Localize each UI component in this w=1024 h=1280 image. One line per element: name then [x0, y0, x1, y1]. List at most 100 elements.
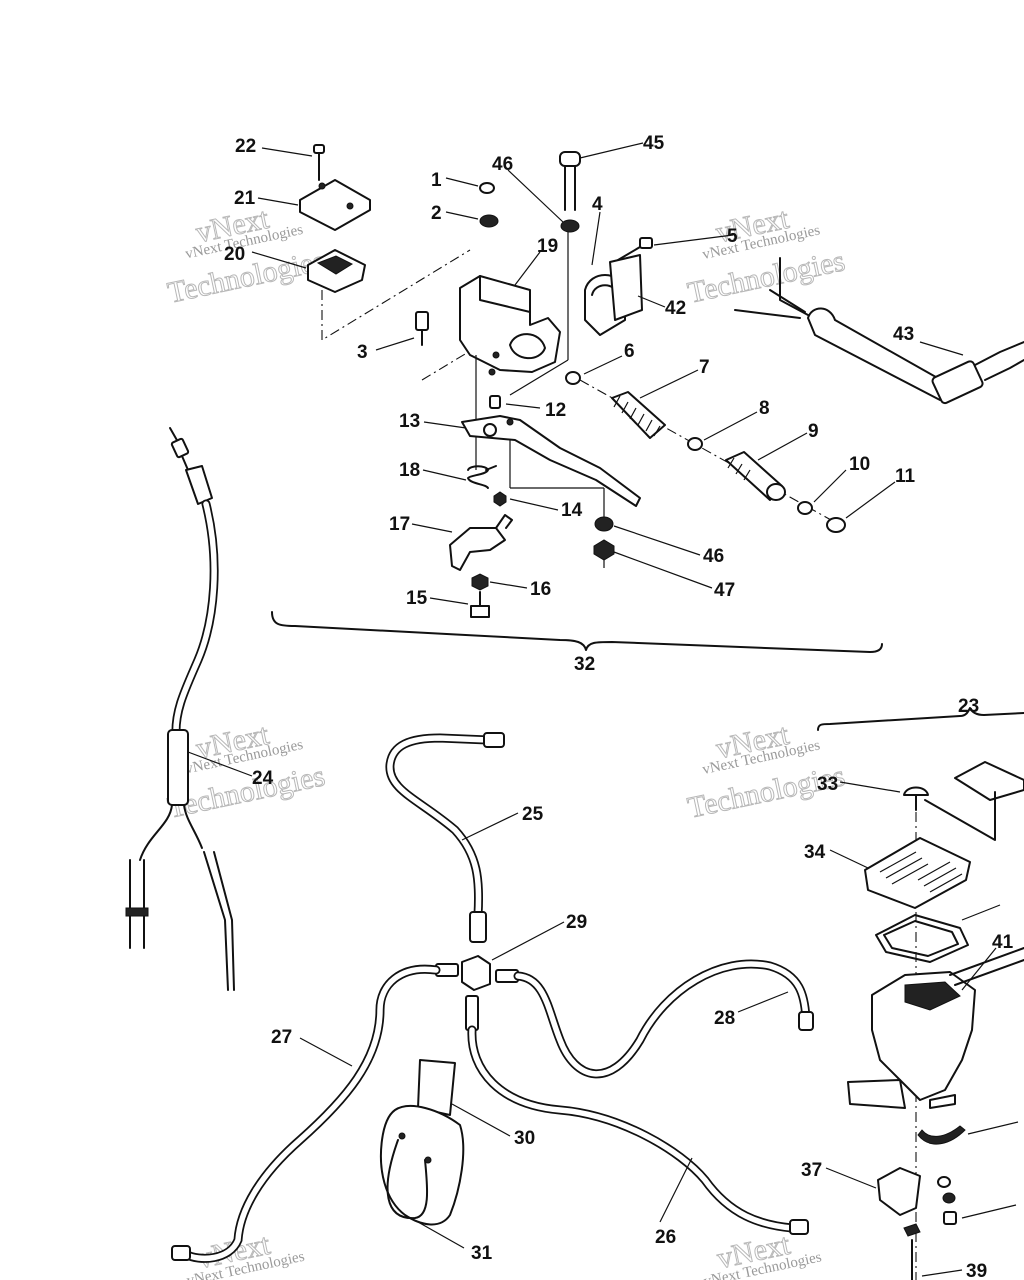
part-5-screw — [617, 237, 653, 261]
part-22-screw — [313, 144, 325, 181]
part-screw-right — [943, 1211, 957, 1225]
part-24-throttle-cable — [125, 427, 235, 991]
leader-lines-right — [825, 781, 1019, 1277]
callout-19: 19 — [537, 236, 558, 257]
part-46-washer-lower — [594, 516, 614, 532]
callout-27: 27 — [271, 1027, 292, 1048]
watermark-bottom-left: vNext vNext Technologies — [185, 1227, 306, 1280]
callout-29: 29 — [566, 912, 587, 933]
part-1-washer — [479, 182, 495, 194]
callout-12: 12 — [545, 400, 566, 421]
part-15-screw — [470, 591, 490, 618]
part-8-washer — [687, 437, 703, 451]
callout-30: 30 — [514, 1128, 535, 1149]
callout-34: 34 — [804, 842, 826, 863]
callout-7: 7 — [699, 357, 710, 378]
callout-11: 11 — [895, 466, 916, 487]
part-21-cover — [299, 179, 371, 231]
callout-16: 16 — [530, 579, 551, 600]
pivot-line-lower — [509, 359, 569, 396]
part-37-bracket — [877, 1167, 921, 1216]
part-7-boot — [611, 391, 666, 439]
callout-31: 31 — [471, 1243, 493, 1264]
part-27-brake-line-left — [171, 964, 441, 1263]
callout-32: 32 — [574, 654, 595, 675]
callout-9: 9 — [808, 421, 819, 442]
leader-24 — [187, 751, 253, 777]
callout-labels: 22 21 20 1 2 46 45 4 5 19 42 43 3 6 7 12… — [224, 133, 1014, 1280]
callout-3: 3 — [357, 342, 368, 363]
part-31-guard-bag — [379, 1105, 465, 1226]
callout-46-upper: 46 — [492, 154, 513, 175]
callout-8: 8 — [759, 398, 770, 419]
part-39-screw — [903, 1223, 921, 1280]
part-29-tee-fitting — [435, 955, 519, 1031]
part-2-washer — [479, 214, 499, 228]
callout-33: 33 — [817, 774, 838, 795]
callout-13: 13 — [399, 411, 420, 432]
part-43-switch-harness — [734, 257, 1024, 405]
part-seal — [917, 1125, 966, 1145]
part-17-bracket — [449, 514, 513, 571]
part-washer-right-2 — [942, 1192, 956, 1204]
part-25-brake-hose — [385, 732, 505, 943]
part-3-bolt — [415, 311, 429, 346]
part-42-bracket — [609, 254, 643, 321]
leader-lines-top — [251, 142, 964, 605]
callout-18: 18 — [399, 460, 420, 481]
part-6-washer — [565, 371, 581, 385]
callout-28: 28 — [714, 1008, 735, 1029]
callout-37: 37 — [801, 1160, 822, 1181]
part-30-protector — [417, 1059, 456, 1116]
callout-2: 2 — [431, 203, 442, 224]
callout-25: 25 — [522, 804, 544, 825]
part-10-washer — [797, 501, 813, 515]
part-washer-right-1 — [937, 1176, 951, 1188]
part-28-brake-line-right — [513, 959, 814, 1079]
callout-22: 22 — [235, 136, 256, 157]
callout-15: 15 — [406, 588, 428, 609]
part-20-diaphragm — [307, 249, 366, 293]
part-19-master-cylinder — [459, 275, 561, 376]
part-46-washer-upper — [560, 219, 580, 233]
part-33-screw — [903, 786, 929, 811]
callout-42: 42 — [665, 298, 686, 319]
part-26-brake-line-lower — [467, 1025, 809, 1235]
part-9-piston — [725, 451, 786, 501]
part-18-spring — [467, 465, 497, 489]
callout-46-lower: 46 — [703, 546, 724, 567]
callout-1: 1 — [431, 170, 442, 191]
part-47-nut — [593, 539, 615, 561]
part-16-nut — [471, 573, 489, 591]
part-13-brake-lever — [461, 415, 641, 507]
callout-6: 6 — [624, 341, 635, 362]
callout-45: 45 — [643, 133, 665, 154]
part-34-cover — [864, 837, 971, 909]
callout-41: 41 — [992, 932, 1014, 953]
callout-47: 47 — [714, 580, 735, 601]
watermark-top-right: vNext vNext Technologies Technologies — [684, 201, 848, 310]
leader-lines-hoses — [299, 812, 789, 1249]
callout-5: 5 — [727, 226, 738, 247]
callout-20: 20 — [224, 244, 245, 265]
callout-21: 21 — [234, 188, 256, 209]
callout-23: 23 — [958, 696, 979, 717]
callout-17: 17 — [389, 514, 410, 535]
part-gasket — [875, 914, 969, 963]
alignment-line-cover — [321, 249, 471, 341]
callout-14: 14 — [561, 500, 583, 521]
callout-43: 43 — [893, 324, 914, 345]
part-gasket-label — [954, 761, 1024, 801]
watermark-mid-right: vNext vNext Technologies Technologies — [684, 717, 848, 825]
callout-24: 24 — [252, 768, 274, 789]
callout-39: 39 — [966, 1261, 987, 1280]
part-41-master-cylinder-housing — [847, 947, 1024, 1109]
part-45-pin — [559, 151, 581, 211]
guide-line-right — [924, 791, 996, 841]
callout-10: 10 — [849, 454, 870, 475]
callout-26: 26 — [655, 1227, 676, 1248]
part-12-plunger — [489, 395, 501, 409]
assembly-bracket-32 — [271, 611, 883, 653]
part-14-nut — [493, 491, 507, 507]
